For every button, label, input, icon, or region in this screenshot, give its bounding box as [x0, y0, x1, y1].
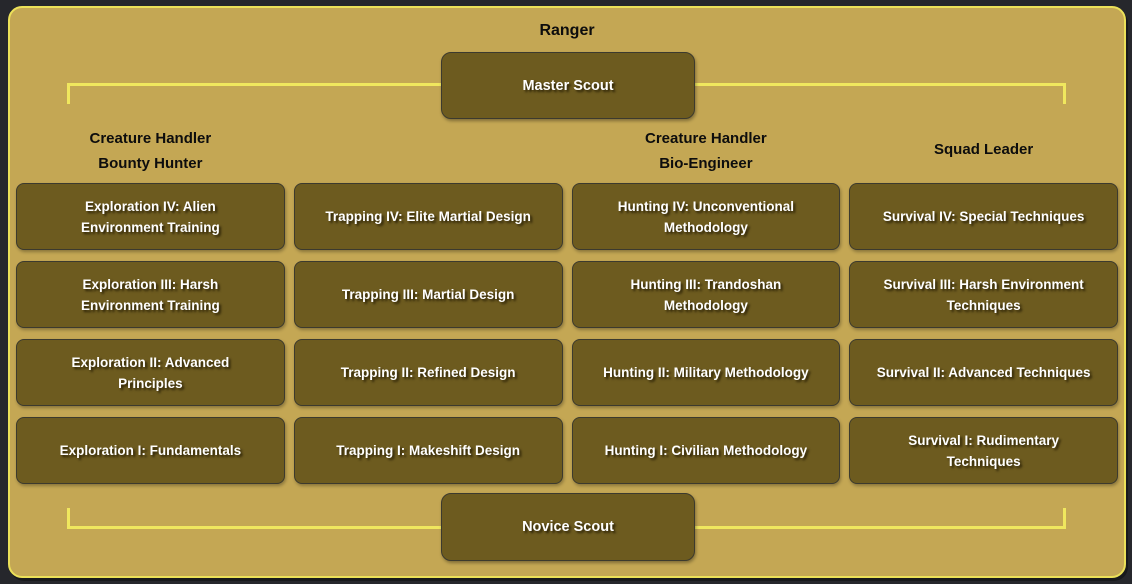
column-header-hunting: Creature Handler Bio-Engineer — [572, 126, 841, 172]
header-line: Bio-Engineer — [659, 155, 753, 172]
column-header-exploration: Creature Handler Bounty Hunter — [16, 126, 285, 172]
top-right-connector-tick — [1063, 83, 1066, 104]
header-line: Bounty Hunter — [98, 155, 203, 172]
novice-scout-node[interactable]: Novice Scout — [441, 493, 695, 561]
skill-tree-panel: Ranger Master Scout Creature Handler Bou… — [8, 6, 1126, 578]
skill-box-trapping-3[interactable]: Trapping III: Martial Design — [293, 261, 563, 328]
skill-box-trapping-1[interactable]: Trapping I: Makeshift Design — [293, 417, 563, 484]
bottom-left-connector-tick — [67, 508, 70, 529]
top-left-connector-tick — [67, 83, 70, 104]
skill-box-exploration-3[interactable]: Exploration III: Harsh Environment Train… — [16, 261, 285, 328]
header-line: Creature Handler — [89, 130, 212, 147]
master-scout-node[interactable]: Master Scout — [441, 52, 695, 119]
column-header-survival: Squad Leader — [849, 126, 1118, 172]
skill-box-trapping-2[interactable]: Trapping II: Refined Design — [293, 339, 563, 406]
skill-box-hunting-4[interactable]: Hunting IV: Unconventional Methodology — [571, 183, 841, 250]
bottom-right-connector-tick — [1063, 508, 1066, 529]
skill-box-hunting-1[interactable]: Hunting I: Civilian Methodology — [571, 417, 841, 484]
skill-box-exploration-4[interactable]: Exploration IV: Alien Environment Traini… — [16, 183, 285, 250]
skill-box-exploration-2[interactable]: Exploration II: Advanced Principles — [16, 339, 285, 406]
skill-box-survival-1[interactable]: Survival I: Rudimentary Techniques — [849, 417, 1118, 484]
skill-box-survival-3[interactable]: Survival III: Harsh Environment Techniqu… — [849, 261, 1118, 328]
page-title: Ranger — [539, 22, 595, 39]
skill-box-survival-4[interactable]: Survival IV: Special Techniques — [849, 183, 1118, 250]
skill-grid: Creature Handler Bounty Hunter Creature … — [16, 126, 1118, 484]
header-line: Creature Handler — [645, 130, 767, 147]
skill-box-survival-2[interactable]: Survival II: Advanced Techniques — [849, 339, 1118, 406]
skill-box-exploration-1[interactable]: Exploration I: Fundamentals — [16, 417, 285, 484]
skill-box-hunting-2[interactable]: Hunting II: Military Methodology — [571, 339, 841, 406]
skill-box-trapping-4[interactable]: Trapping IV: Elite Martial Design — [293, 183, 563, 250]
skill-box-hunting-3[interactable]: Hunting III: Trandoshan Methodology — [571, 261, 841, 328]
column-header-trapping — [294, 126, 563, 172]
header-line: Squad Leader — [934, 140, 1034, 158]
